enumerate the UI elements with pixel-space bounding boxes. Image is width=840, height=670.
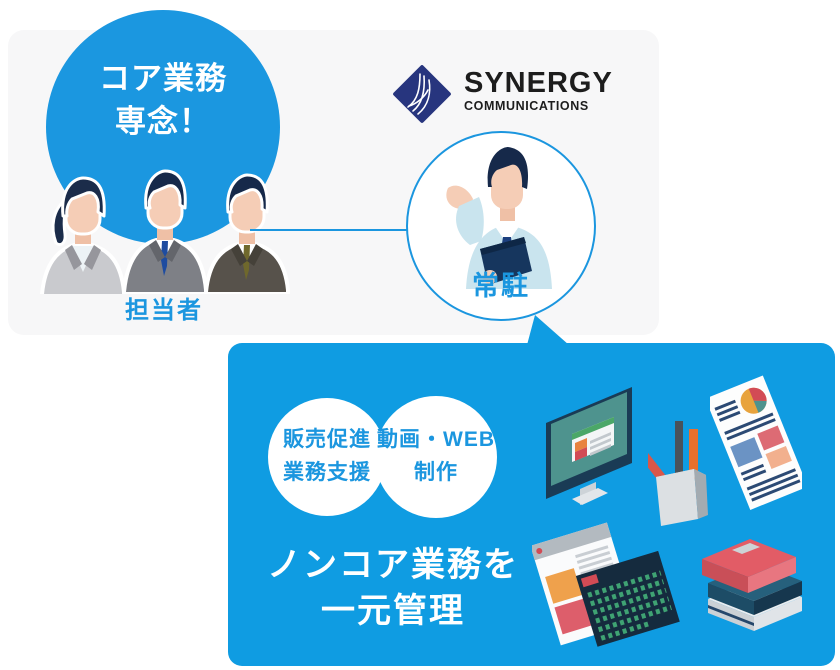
logo-subtitle: COMMUNICATIONS — [464, 99, 589, 113]
logo-title: SYNERGY — [464, 67, 613, 99]
core-business-bubble-text: コア業務 専念！ — [46, 58, 280, 144]
service2-line2: 制作 — [414, 461, 458, 484]
three-businesspeople-icon — [40, 169, 290, 294]
bubble-line2: 専念！ — [115, 103, 211, 139]
connector-line — [250, 229, 408, 231]
noncore-caption: ノンコア業務を 一元管理 — [228, 543, 558, 635]
service1-line2: 業務支援 — [283, 461, 371, 484]
service-circle-video-web: 動画・WEB 制作 — [375, 396, 497, 518]
books-stack-icon — [702, 539, 802, 631]
browser-window-icon — [532, 522, 680, 647]
service1-line1: 販売促進 — [283, 428, 371, 452]
speech-tail-pointer — [527, 315, 569, 345]
service-circle-sales-support: 販売促進 業務支援 — [268, 398, 386, 516]
service2-line1: 動画・WEB — [377, 428, 495, 452]
bubble-line1: コア業務 — [99, 61, 227, 96]
company-logo: SYNERGY COMMUNICATIONS — [388, 60, 613, 128]
code-window-icon — [575, 550, 680, 647]
noncore-business-panel: 販売促進 業務支援 動画・WEB 制作 ノンコア業務を 一元管理 — [228, 343, 835, 666]
resident-label: 常駐 — [472, 271, 530, 301]
caption-line1: ノンコア業務を — [267, 546, 519, 584]
monitor-icon — [546, 387, 632, 505]
people-label: 担当者 — [125, 297, 203, 324]
caption-line2: 一元管理 — [321, 591, 465, 630]
pen-holder-icon — [648, 421, 708, 526]
synergy-diamond-logo-icon — [393, 65, 451, 123]
consultant-person-icon — [446, 147, 552, 289]
resident-circle: 常駐 — [406, 131, 596, 321]
document-report-icon — [710, 375, 802, 510]
